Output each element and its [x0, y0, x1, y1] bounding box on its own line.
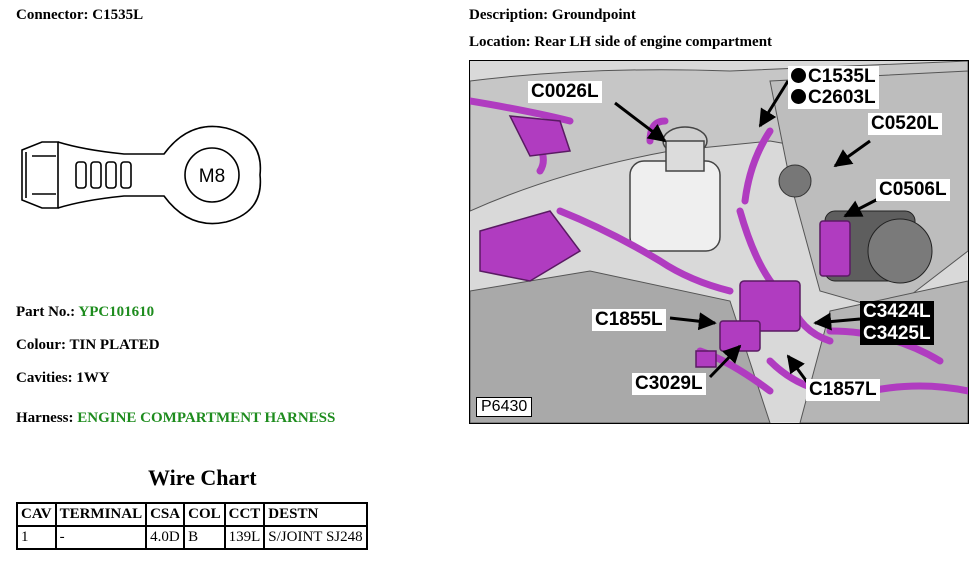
wire-chart-table: CAV TERMINAL CSA COL CCT DESTN 1 - 4.0D …	[16, 502, 368, 550]
cavities-field: Cavities: 1WY	[16, 370, 110, 387]
ring-terminal-icon: M8	[21, 125, 262, 225]
location-value: Rear LH side of engine compartment	[534, 34, 773, 50]
cavities-label: Cavities:	[16, 370, 73, 386]
connector-field: Connector: C1535L	[16, 7, 143, 24]
harness-label: Harness:	[16, 410, 74, 426]
bullet-dot-icon	[791, 68, 806, 83]
cell-destn[interactable]: S/JOINT SJ248	[263, 525, 368, 550]
figure-id-label: P6430	[476, 397, 533, 417]
cavities-value: 1WY	[76, 370, 110, 386]
header-cct: CCT	[223, 502, 266, 527]
cell-cav: 1	[16, 525, 57, 550]
colour-value: TIN PLATED	[69, 337, 160, 353]
header-cav: CAV	[16, 502, 57, 527]
colour-label: Colour:	[16, 337, 66, 353]
harness-field: Harness: ENGINE COMPARTMENT HARNESS	[16, 410, 335, 427]
bullet-dot-icon	[791, 89, 806, 104]
location-field: Location: Rear LH side of engine compart…	[469, 34, 772, 51]
cell-cct: 139L	[223, 525, 266, 550]
part-no-field: Part No.: YPC101610	[16, 304, 154, 321]
callout-c0520l: C0520L	[868, 113, 942, 135]
description-field: Description: Groundpoint	[469, 7, 636, 24]
callout-c0506l: C0506L	[876, 179, 950, 201]
connector-label: Connector:	[16, 7, 89, 23]
cell-col: B	[183, 525, 226, 550]
table-row: 1 - 4.0D B 139L S/JOINT SJ248	[16, 525, 368, 550]
part-no-value[interactable]: YPC101610	[78, 304, 155, 320]
callout-c3029l: C3029L	[632, 373, 706, 395]
part-no-label: Part No.:	[16, 304, 76, 320]
header-col: COL	[183, 502, 226, 527]
location-label: Location:	[469, 34, 531, 50]
cell-terminal: -	[54, 525, 148, 550]
callout-c1535l-label: C1535L	[808, 66, 876, 87]
table-header-row: CAV TERMINAL CSA COL CCT DESTN	[16, 502, 368, 527]
harness-value[interactable]: ENGINE COMPARTMENT HARNESS	[77, 410, 336, 426]
callout-c1855l: C1855L	[592, 309, 666, 331]
callout-c0026l: C0026L	[528, 81, 602, 103]
description-value: Groundpoint	[551, 7, 636, 23]
description-label: Description:	[469, 7, 549, 23]
callout-c2603l: C2603L	[788, 87, 879, 109]
callout-c3425l: C3425L	[860, 323, 934, 345]
header-csa: CSA	[145, 502, 186, 527]
stud-size-label: M8	[199, 166, 225, 187]
header-terminal: TERMINAL	[54, 502, 148, 527]
callout-c3424l: C3424L	[860, 301, 934, 323]
colour-field: Colour: TIN PLATED	[16, 337, 160, 354]
location-photo: C0026L C1535L C2603L C0520L C0506L C1855…	[469, 60, 969, 424]
ring-terminal-drawing: M8	[14, 120, 264, 235]
wire-chart-title: Wire Chart	[148, 465, 257, 490]
cell-csa: 4.0D	[145, 525, 186, 550]
header-destn: DESTN	[263, 502, 368, 527]
callout-c1535l: C1535L	[788, 66, 879, 88]
callout-c2603l-label: C2603L	[808, 87, 876, 108]
connector-value: C1535L	[92, 7, 144, 23]
callout-c1857l: C1857L	[806, 379, 880, 401]
